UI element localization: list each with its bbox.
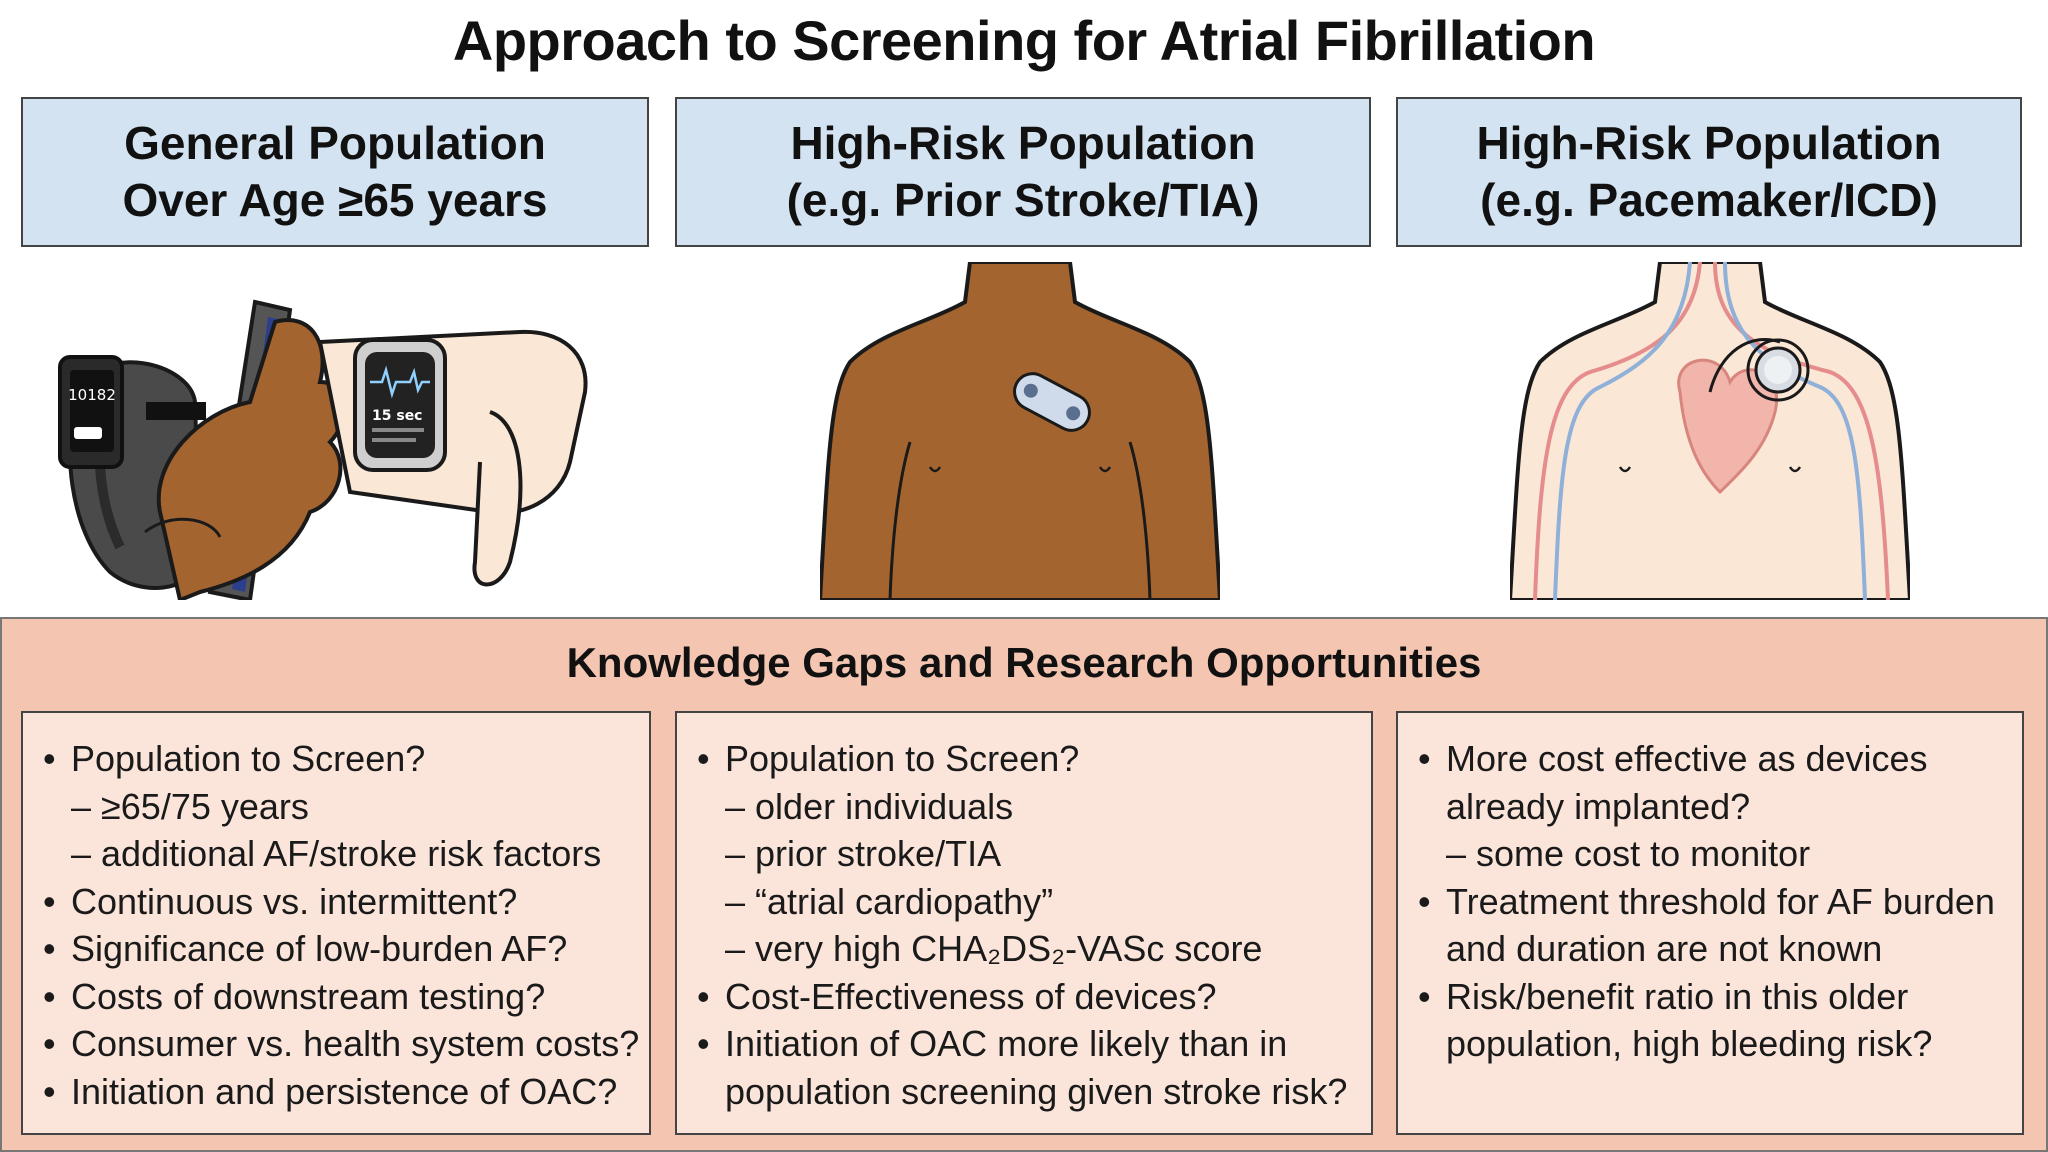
page-title: Approach to Screening for Atrial Fibrill… bbox=[452, 9, 1596, 72]
pacemaker-illustration bbox=[1510, 262, 1910, 600]
header-general-population: General Population Over Age ≥65 years bbox=[21, 97, 649, 247]
band-step-count: 10182 bbox=[68, 386, 116, 404]
heart-icon bbox=[1677, 358, 1779, 495]
list-item: Treatment threshold for AF burden bbox=[1416, 878, 2004, 926]
header-line-2: (e.g. Prior Stroke/TIA) bbox=[786, 174, 1260, 226]
header-high-risk-stroke: High-Risk Population (e.g. Prior Stroke/… bbox=[675, 97, 1371, 247]
patch-monitor-illustration bbox=[820, 262, 1220, 600]
list-item: – some cost to monitor bbox=[1446, 833, 1811, 874]
gaps-high-risk-pacemaker: More cost effective as devices already i… bbox=[1396, 711, 2024, 1135]
list-item: Risk/benefit ratio in this older bbox=[1416, 973, 2004, 1021]
list-item: – additional AF/stroke risk factors bbox=[71, 833, 602, 874]
list-item: – very high CHA₂DS₂-VASc score bbox=[725, 928, 1263, 969]
smartwatch-icon: 15 sec bbox=[317, 329, 588, 587]
header-line-1: High-Risk Population bbox=[1476, 116, 1942, 169]
header-line-1: High-Risk Population bbox=[790, 116, 1256, 169]
list-item: already implanted? bbox=[1446, 785, 1751, 827]
pacemaker-device-icon bbox=[1708, 337, 1810, 402]
torso-icon bbox=[820, 262, 1220, 600]
list-item: – older individuals bbox=[725, 785, 1014, 827]
list-item: More cost effective as devices bbox=[1416, 735, 2004, 783]
list-item: Initiation and persistence of OAC? bbox=[41, 1068, 631, 1116]
list-item: Cost-Effectiveness of devices? bbox=[695, 973, 1353, 1021]
list-item: Population to Screen? bbox=[41, 735, 631, 783]
watch-timer-label: 15 sec bbox=[372, 408, 422, 424]
list-item: Costs of downstream testing? bbox=[41, 973, 631, 1021]
header-line-2: (e.g. Pacemaker/ICD) bbox=[1480, 174, 1938, 226]
list-item: – ≥65/75 years bbox=[71, 785, 309, 827]
gaps-general-population: Population to Screen? – ≥65/75 years – a… bbox=[21, 711, 651, 1135]
ecg-patch-icon bbox=[1013, 372, 1091, 432]
list-item: population, high bleeding risk? bbox=[1446, 1023, 1933, 1064]
list-item: – prior stroke/TIA bbox=[725, 833, 1002, 874]
list-item: Population to Screen? bbox=[695, 735, 1353, 783]
list-item: and duration are not known bbox=[1446, 928, 1883, 969]
gaps-high-risk-stroke: Population to Screen? – older individual… bbox=[675, 711, 1373, 1135]
knowledge-gaps-panel: Knowledge Gaps and Research Opportunitie… bbox=[0, 617, 2048, 1152]
fitness-band-icon: 10182 bbox=[58, 355, 206, 590]
list-item: – “atrial cardiopathy” bbox=[725, 880, 1054, 922]
hand-icon bbox=[144, 318, 346, 600]
knowledge-gaps-title: Knowledge Gaps and Research Opportunitie… bbox=[566, 639, 1482, 686]
blood-vessels-icon bbox=[1533, 262, 1890, 600]
list-item: Continuous vs. intermittent? bbox=[41, 878, 631, 926]
list-item: Initiation of OAC more likely than in bbox=[695, 1020, 1353, 1068]
list-item: population screening given stroke risk? bbox=[725, 1070, 1348, 1112]
header-line-2: Over Age ≥65 years bbox=[122, 174, 548, 226]
wearables-illustration: 10182 15 sec bbox=[58, 299, 588, 600]
header-high-risk-pacemaker: High-Risk Population (e.g. Pacemaker/ICD… bbox=[1396, 97, 2022, 247]
header-line-1: General Population bbox=[124, 116, 546, 169]
list-item: Consumer vs. health system costs? bbox=[41, 1020, 639, 1068]
list-item: Significance of low-burden AF? bbox=[41, 925, 631, 973]
